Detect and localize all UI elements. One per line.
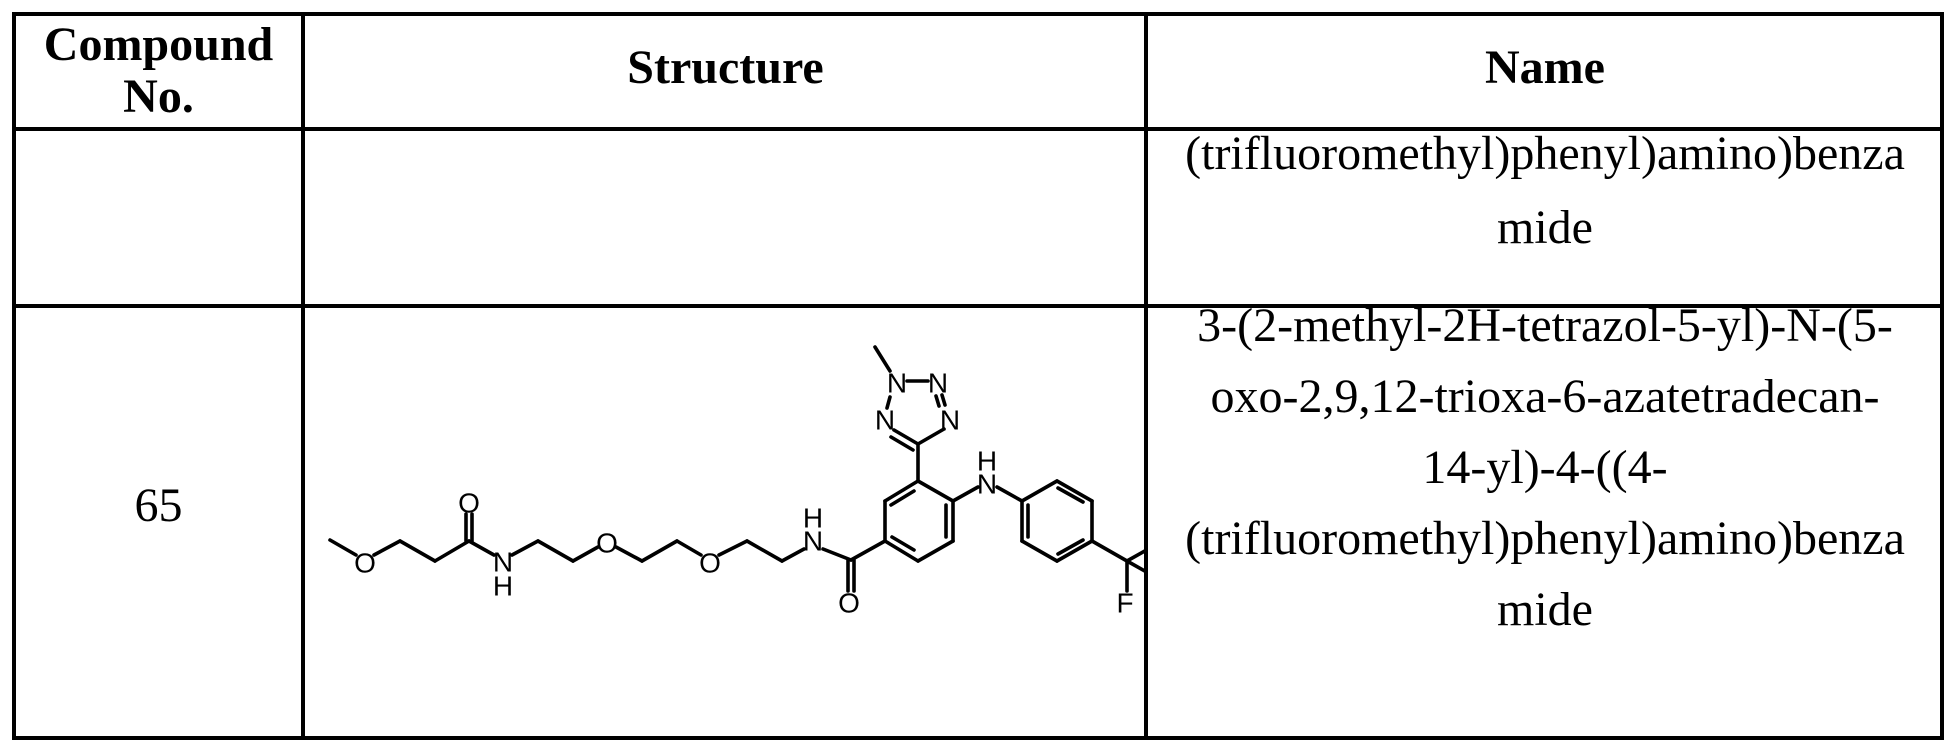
header-structure: Structure [627,41,824,94]
header-compound-no-line-2: No. [123,70,194,123]
name-line: (trifluoromethyl)phenyl)amino)benza [1185,512,1905,565]
name-line: mide [1497,201,1593,254]
name-line: 14-yl)-4-((4- [1422,441,1668,494]
row-divider-1 [12,304,1944,308]
header-compound-no: Compound No. [14,19,303,123]
name-line: oxo-2,9,12-trioxa-6-azatetradecan- [1210,370,1880,423]
header-compound-no-line-1: Compound [43,18,274,71]
name-line: mide [1497,583,1593,636]
row-2-name: 3-(2-methyl-2H-tetrazol-5-yl)-N-(5- oxo-… [1148,290,1942,645]
row-2-compound-no: 65 [134,479,183,532]
column-divider-2 [1144,12,1148,740]
header-name: Name [1485,41,1605,94]
header-row-divider [12,127,1944,131]
table-border [12,12,1944,740]
row-1-name: (trifluoromethyl)phenyl)amino)benza mide [1148,117,1942,265]
name-line: (trifluoromethyl)phenyl)amino)benza [1185,127,1905,180]
name-line: 3-(2-methyl-2H-tetrazol-5-yl)-N-(5- [1197,299,1893,352]
column-divider-1 [301,12,305,740]
